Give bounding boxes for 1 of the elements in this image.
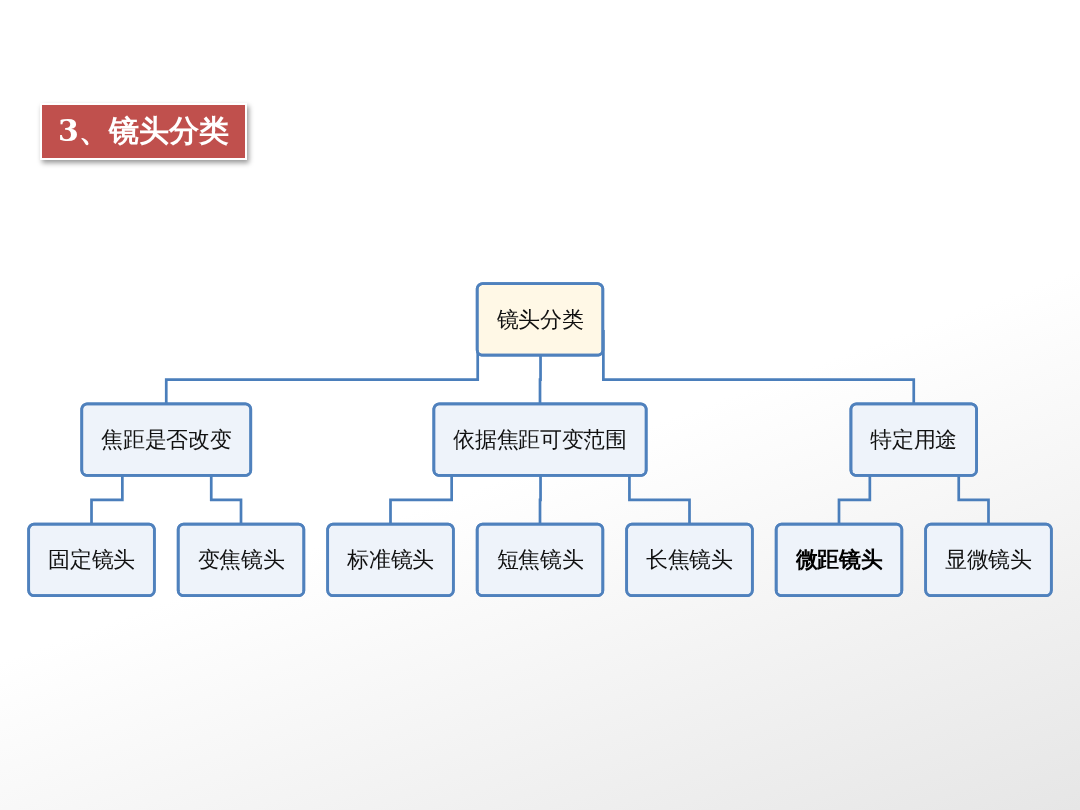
title-banner: 3、镜头分类 xyxy=(40,103,247,160)
